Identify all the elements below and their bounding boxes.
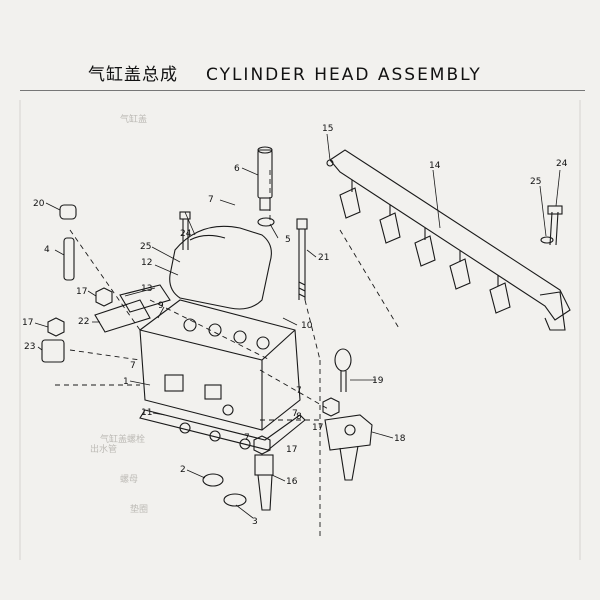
page-title: 气缸盖总成 CYLINDER HEAD ASSEMBLY: [88, 60, 482, 85]
callout-11: 11: [141, 408, 152, 418]
nut: [47, 317, 65, 337]
cylinder-head-cover: [169, 225, 272, 310]
callout-7: 7: [130, 361, 136, 371]
callout-17: 17: [22, 318, 33, 328]
callout-16: 16: [286, 477, 298, 487]
manifold-bolt: [540, 205, 563, 246]
callout-1: 1: [123, 377, 129, 387]
callout-22: 22: [78, 317, 89, 327]
nut: [253, 435, 271, 455]
nut: [95, 287, 113, 307]
callout-9: 9: [158, 301, 164, 311]
callout-2: 2: [180, 465, 186, 475]
callout-17: 17: [312, 423, 323, 433]
ghost-text: 气缸盖: [120, 113, 147, 125]
title-underline: [20, 90, 585, 91]
title-chinese: 气缸盖总成: [88, 65, 178, 85]
title-english: CYLINDER HEAD ASSEMBLY: [206, 65, 482, 85]
callout-7: 7: [208, 195, 214, 205]
ghost-text: 出水管: [90, 443, 117, 455]
bleed-through-text: 气缸盖 气缸盖螺栓 出水管 螺母 垫圈: [19, 100, 581, 560]
callout-25: 25: [140, 242, 151, 252]
callout-5: 5: [285, 235, 291, 245]
water-outlet-housing: [324, 414, 373, 481]
plug: [59, 204, 77, 220]
head-gasket: [139, 409, 306, 451]
ghost-text: 螺母: [120, 474, 138, 485]
callout-13: 13: [141, 284, 152, 294]
callout-24: 24: [556, 159, 568, 169]
callout-7: 7: [296, 386, 302, 396]
callout-7: 7: [292, 409, 298, 419]
callout-17: 17: [76, 287, 87, 297]
callout-17: 17: [286, 445, 297, 455]
nut: [322, 397, 340, 417]
ghost-text: 垫圈: [130, 503, 148, 515]
callout-19: 19: [372, 376, 384, 386]
callout-12: 12: [141, 258, 152, 268]
lifting-eye-bolt: [334, 348, 352, 392]
seal-ring: [202, 473, 224, 487]
callout-6: 6: [234, 164, 240, 174]
callout-15: 15: [322, 124, 333, 134]
callout-14: 14: [429, 161, 441, 171]
sleeve: [41, 339, 65, 363]
callout-25: 25: [530, 177, 541, 187]
cylinder-head-block: [139, 299, 301, 431]
rocker-shaft-stud: [257, 146, 273, 211]
dowel-pin: [63, 237, 75, 281]
rocker-bracket: [94, 299, 151, 333]
callout-24: 24: [180, 229, 192, 239]
injector-clamp: [254, 454, 274, 511]
callout-20: 20: [33, 199, 45, 209]
rocker-bracket: [119, 284, 171, 313]
callout-8: 8: [296, 412, 302, 422]
callout-18: 18: [394, 434, 406, 444]
callout-21: 21: [318, 253, 329, 263]
callout-7: 7: [244, 433, 250, 443]
exhaust-manifold: [326, 149, 571, 331]
callouts: 1 2 3 4 5 6 7 7 7 7 7 8 9 10 11 12 13 14…: [22, 124, 568, 527]
ghost-text: 气缸盖螺栓: [100, 433, 145, 445]
callout-10: 10: [301, 321, 313, 331]
leader-lines: [34, 133, 561, 519]
callout-23: 23: [24, 342, 35, 352]
callout-4: 4: [44, 245, 50, 255]
head-bolt: [296, 218, 308, 300]
seal-ring: [223, 493, 247, 507]
callout-3: 3: [252, 517, 258, 527]
washer: [257, 217, 275, 227]
assembly-dash-lines: [55, 170, 401, 540]
